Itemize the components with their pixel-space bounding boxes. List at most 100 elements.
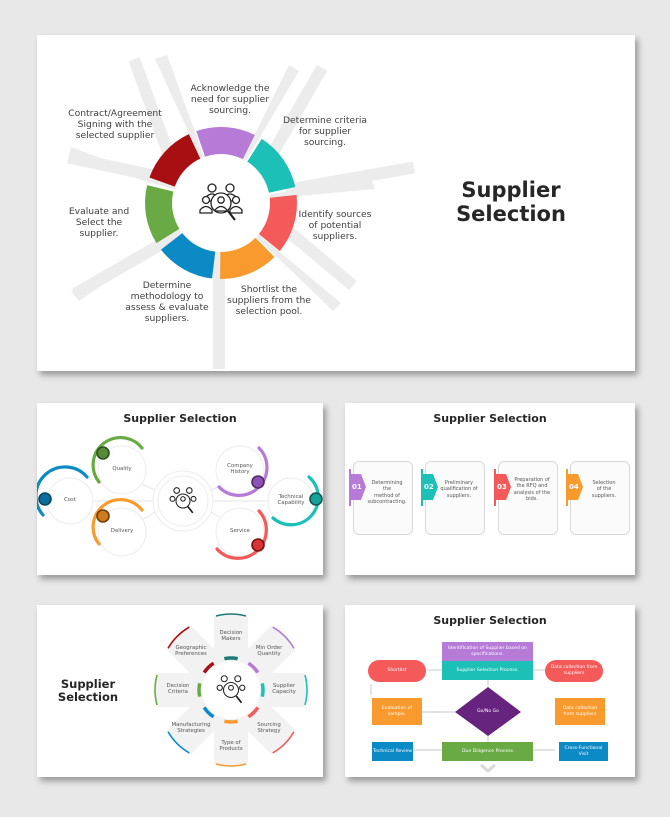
- factor-geographic-preferences: Geographic Preferences: [171, 645, 211, 658]
- text-line: Type of: [221, 740, 241, 746]
- step-shortlist: Shortlist the suppliers from the selecti…: [224, 284, 314, 317]
- flower-diagram: [154, 613, 308, 767]
- wheel-segment: [245, 138, 296, 194]
- text-line: method of: [374, 492, 400, 499]
- step-text: need for supplier: [190, 94, 270, 106]
- label-line: Company: [227, 463, 253, 469]
- text-line: Data collection: [562, 705, 598, 711]
- step-text: methodology to: [130, 291, 204, 303]
- criteria-quality: Quality: [112, 466, 132, 472]
- text-line: suppliers.: [446, 492, 472, 499]
- factor-min-order-quantity: Min Order Quantity: [251, 645, 287, 658]
- people-search-icon: [169, 487, 197, 514]
- text-line: Decision: [166, 683, 190, 689]
- slide-thumbnail-flowchart[interactable]: Supplier Selection Identification of Sup…: [345, 605, 635, 777]
- step-number: 02: [424, 483, 434, 491]
- text-line: Shortlist: [387, 668, 407, 674]
- factor-decision-makers: Decision Makers: [215, 630, 247, 643]
- text-line: Supplier: [272, 683, 296, 689]
- step-text: Select the: [75, 217, 123, 229]
- text-line: Min Order: [255, 645, 283, 651]
- step-card-03: [498, 461, 558, 535]
- title-line: Selection: [57, 690, 119, 705]
- step-determine-criteria: Determine criteria for supplier sourcing…: [280, 115, 370, 148]
- history-icon: [251, 475, 265, 489]
- step-number: 03: [497, 483, 507, 491]
- text-line: the RFQ and: [516, 483, 548, 490]
- text-line: Identification of Supplier based on: [448, 645, 527, 651]
- text-line: from suppliers: [563, 711, 597, 717]
- slide-thumbnail-criteria[interactable]: Supplier Selection: [37, 403, 323, 575]
- text-line: Strategies: [177, 728, 205, 735]
- step-text: suppliers from the: [227, 295, 311, 307]
- text-line: Capacity: [272, 689, 296, 696]
- step-text: Evaluate and: [68, 206, 130, 217]
- text-line: analysis of the: [513, 489, 551, 496]
- node-technical-review: Technical Review: [372, 742, 413, 761]
- text-line: Criteria: [168, 689, 188, 696]
- text-line: Geographic: [175, 645, 207, 651]
- decision-diamond: [455, 687, 521, 736]
- title-line: Supplier: [60, 677, 116, 691]
- flowchart-connectors: [370, 654, 555, 773]
- delivery-icon: [96, 509, 110, 523]
- step-contract-signing: Contract/Agreement Signing with the sele…: [65, 108, 165, 141]
- factor-type-of-products: Type of Products: [215, 740, 247, 753]
- text-line: sample.: [387, 711, 407, 717]
- service-icon: [251, 538, 265, 552]
- step-text: Acknowledge the: [190, 83, 270, 94]
- text-line: Determining the: [371, 480, 403, 493]
- slide-thumbnail-steps[interactable]: Supplier Selection 01 02 03 04 Determini…: [345, 403, 635, 575]
- step-text: for supplier: [298, 126, 352, 138]
- text-line: subcontracting.: [367, 498, 407, 505]
- step-text-02: Preliminary qualification of suppliers.: [439, 480, 479, 499]
- step-text: Determine: [142, 280, 192, 291]
- step-text: Shortlist the: [240, 284, 298, 295]
- text-line: Go/No Go: [477, 709, 499, 715]
- title-line: Supplier: [461, 178, 561, 202]
- slide-title: Supplier Selection: [51, 677, 125, 705]
- label-line: Technical: [278, 494, 304, 500]
- wheel-segment: [196, 127, 255, 162]
- text-line: Visit: [578, 751, 589, 757]
- step-text-03: Preparation of the RFQ and analysis of t…: [512, 477, 552, 502]
- cost-icon: [38, 492, 52, 506]
- text-line: Quantity: [257, 651, 281, 658]
- text-line: suppliers: [563, 671, 585, 676]
- step-acknowledge-need: Acknowledge the need for supplier sourci…: [185, 83, 275, 116]
- text-line: Strategy: [257, 728, 281, 735]
- step-text-01: Determining the method of subcontracting…: [367, 480, 407, 505]
- criteria-company-history: Company History: [222, 463, 258, 476]
- text-line: bids.: [526, 495, 538, 502]
- quality-icon: [96, 446, 110, 460]
- criteria-technical-capability: Technical Capability: [271, 494, 311, 507]
- text-line: Technical Review: [373, 748, 412, 754]
- step-text: Contract/Agreement: [68, 108, 162, 119]
- label-line: History: [230, 469, 250, 476]
- step-text: suppliers.: [312, 231, 358, 243]
- slide-thumbnail-factors[interactable]: Supplier Selection Decision Makers Min O…: [37, 605, 323, 777]
- title-line: Selection: [456, 202, 566, 227]
- factor-sourcing-strategy: Sourcing Strategy: [251, 722, 287, 735]
- main-slide-preview[interactable]: Acknowledge the need for supplier sourci…: [37, 35, 635, 371]
- wheel-segment: [149, 134, 202, 188]
- slide-title: Supplier Selection: [123, 412, 237, 425]
- text-line: suppliers.: [591, 492, 617, 499]
- step-determine-methodology: Determine methodology to assess & evalua…: [122, 280, 212, 324]
- wheel-segment: [220, 235, 275, 279]
- text-line: qualification of: [440, 486, 478, 493]
- text-line: Sourcing: [257, 722, 281, 728]
- people-search-icon: [216, 675, 246, 704]
- people-search-icon: [199, 183, 243, 221]
- step-arrows: [349, 469, 583, 506]
- node-supplier-selection-process: Supplier Selection Process.: [442, 661, 533, 680]
- text-line: Products: [219, 746, 243, 753]
- text-line: Preliminary: [444, 480, 474, 486]
- step-card-01: [353, 461, 413, 535]
- text-line: Makers: [221, 636, 241, 643]
